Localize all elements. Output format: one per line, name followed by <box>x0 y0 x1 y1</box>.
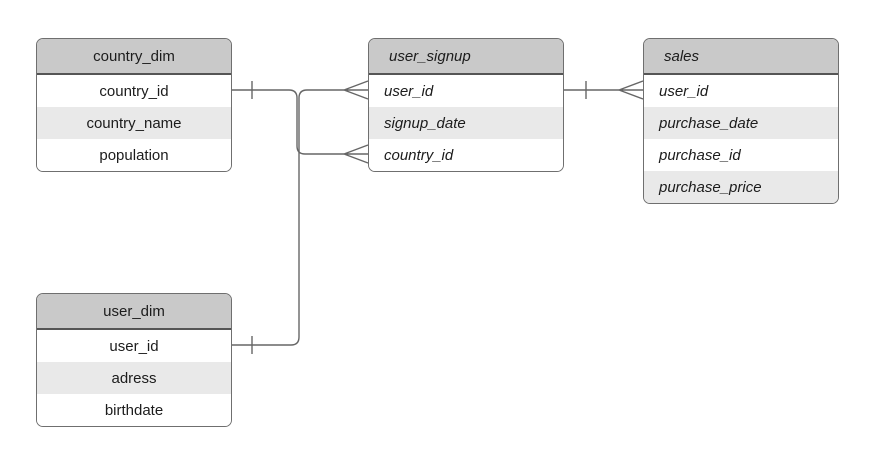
table-header-country_dim: country_dim <box>37 39 231 75</box>
table-header-sales: sales <box>644 39 838 75</box>
relationship-country_dim-user_signup <box>232 81 369 164</box>
table-rows: user_id purchase_date purchase_id purcha… <box>644 75 838 203</box>
column-row-user_id: user_id <box>37 330 231 362</box>
column-row-purchase_price: purchase_price <box>644 171 838 203</box>
connector-line <box>232 89 344 346</box>
column-row-user_id: user_id <box>369 75 563 107</box>
table-rows: user_id adress birthdate <box>37 330 231 426</box>
column-row-country_id: country_id <box>37 75 231 107</box>
relationship-user_signup-sales <box>564 80 644 100</box>
column-row-purchase_id: purchase_id <box>644 139 838 171</box>
connector-line <box>232 89 344 155</box>
column-row-population: population <box>37 139 231 171</box>
relationship-user_dim-user_signup <box>232 80 369 354</box>
table-user_dim: user_dim user_id adress birthdate <box>36 293 232 427</box>
table-country_dim: country_dim country_id country_name popu… <box>36 38 232 172</box>
column-row-purchase_date: purchase_date <box>644 107 838 139</box>
column-row-adress: adress <box>37 362 231 394</box>
crow-foot-many-icon <box>343 144 369 164</box>
crow-foot-many-icon <box>343 80 369 100</box>
column-row-birthdate: birthdate <box>37 394 231 426</box>
table-header-user_dim: user_dim <box>37 294 231 330</box>
table-user_signup: user_signup user_id signup_date country_… <box>368 38 564 172</box>
column-row-country_name: country_name <box>37 107 231 139</box>
table-header-user_signup: user_signup <box>369 39 563 75</box>
column-row-signup_date: signup_date <box>369 107 563 139</box>
table-rows: country_id country_name population <box>37 75 231 171</box>
column-row-user_id: user_id <box>644 75 838 107</box>
column-row-country_id: country_id <box>369 139 563 171</box>
table-rows: user_id signup_date country_id <box>369 75 563 171</box>
crow-foot-many-icon <box>618 80 644 100</box>
table-sales: sales user_id purchase_date purchase_id … <box>643 38 839 204</box>
